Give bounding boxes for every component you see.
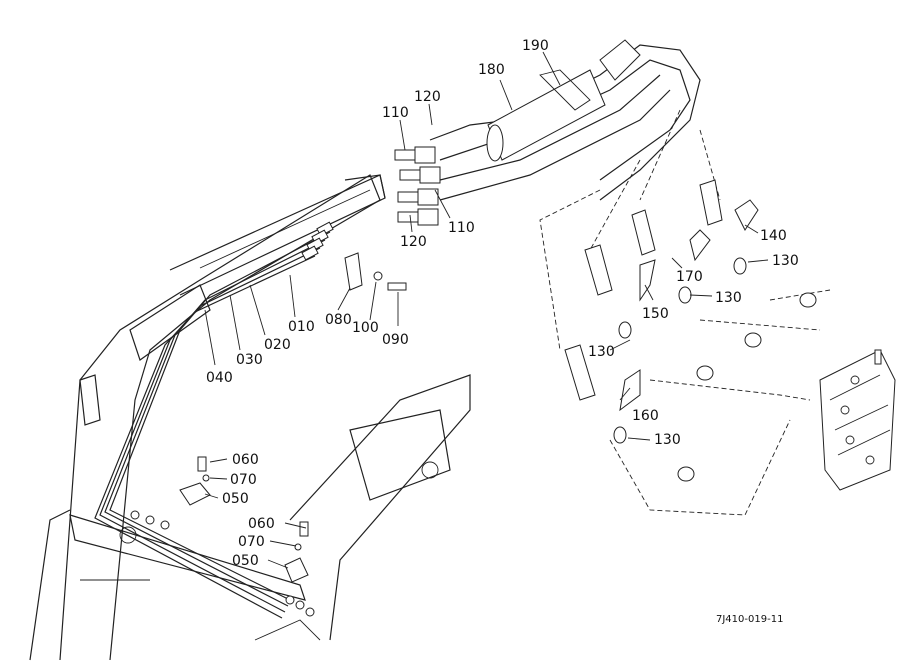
clamp-hardware (344, 252, 407, 291)
hydraulic-pipes (94, 221, 334, 619)
clamp-050-upper (179, 456, 211, 506)
hose-group (394, 39, 701, 226)
label-090: 090 (382, 332, 409, 348)
label-170: 170 (676, 269, 703, 285)
label-130-a: 130 (772, 253, 799, 269)
label-100: 100 (352, 320, 379, 336)
label-190: 190 (522, 38, 549, 54)
label-140: 140 (760, 228, 787, 244)
label-130-d: 130 (654, 432, 681, 448)
label-010: 010 (288, 319, 315, 335)
label-070-lower: 070 (238, 534, 265, 550)
valve-hoses (539, 109, 831, 516)
label-110-upper: 110 (382, 105, 409, 121)
label-020: 020 (264, 337, 291, 353)
label-060-upper: 060 (232, 452, 259, 468)
label-180: 180 (478, 62, 505, 78)
label-110-lower: 110 (448, 220, 475, 236)
coupler-110-upper (394, 146, 436, 164)
part-labels: 190 180 120 110 110 120 140 130 170 130 … (206, 38, 799, 569)
label-030: 030 (236, 352, 263, 368)
label-120-lower: 120 (400, 234, 427, 250)
coupler-120-upper (399, 166, 441, 184)
label-040: 040 (206, 370, 233, 386)
label-160: 160 (632, 408, 659, 424)
label-050-upper: 050 (222, 491, 249, 507)
label-080: 080 (325, 312, 352, 328)
coupler-110-lower (397, 188, 439, 206)
drawing-reference: 7J410-019-11 (716, 614, 783, 625)
leader-lines (204, 51, 769, 569)
label-050-lower: 050 (232, 553, 259, 569)
label-060-lower: 060 (248, 516, 275, 532)
label-130-c: 130 (588, 344, 615, 360)
loader-frame (29, 174, 471, 661)
control-valve (819, 349, 896, 491)
coupler-120-lower (397, 208, 439, 226)
clamp-050-lower (284, 521, 309, 583)
label-120-upper: 120 (414, 89, 441, 105)
label-150: 150 (642, 306, 669, 322)
label-070-upper: 070 (230, 472, 257, 488)
label-130-b: 130 (715, 290, 742, 306)
